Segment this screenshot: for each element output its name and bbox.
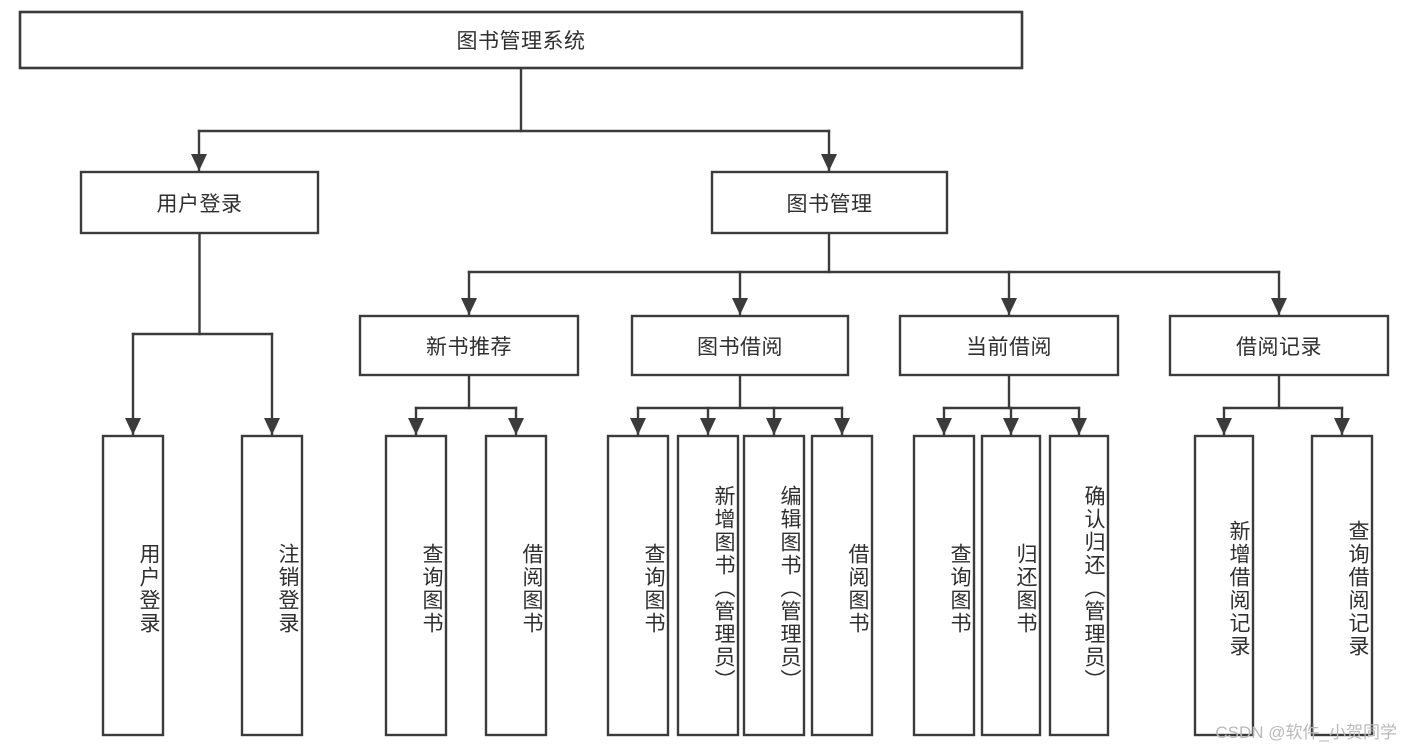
arrow-head-icon (700, 418, 716, 435)
level3-node-2-当前借阅[interactable] (900, 316, 1118, 375)
leaf-node-5-新增图书管理员-rect (676, 434, 740, 737)
arrow-head-icon (1003, 418, 1019, 435)
leaf-node-7-借阅图书-rect (810, 434, 874, 737)
leaf-node-12-查询借阅记录[interactable] (1312, 436, 1372, 735)
leaf-node-1-注销登录[interactable] (242, 436, 302, 735)
arrow-head-icon (821, 154, 837, 171)
leaf-node-12-查询借阅记录-rect (1310, 434, 1374, 737)
leaf-node-10-确认归还管理员-rect (1048, 434, 1110, 737)
leaf-node-8-查询图书[interactable] (914, 436, 974, 735)
leaf-node-4-查询图书-rect (606, 434, 670, 737)
leaf-node-5-新增图书管理员[interactable] (678, 436, 738, 735)
leaf-node-2-查询图书-rect (384, 434, 448, 737)
arrow-head-icon (630, 418, 646, 435)
leaf-node-7-借阅图书[interactable] (812, 436, 872, 735)
leaf-node-4-查询图书[interactable] (608, 436, 668, 735)
level3-node-3-借阅记录[interactable] (1170, 316, 1388, 375)
arrow-head-icon (834, 418, 850, 435)
arrow-head-icon (732, 298, 748, 315)
arrow-head-icon (1334, 418, 1350, 435)
leaf-node-9-归还图书[interactable] (982, 436, 1040, 735)
arrow-head-icon (1001, 298, 1017, 315)
leaf-node-3-借阅图书-rect (484, 434, 548, 737)
level3-node-3-借阅记录-rect (1168, 314, 1390, 377)
arrow-head-icon (408, 418, 424, 435)
level3-node-1-图书借阅[interactable] (632, 316, 848, 375)
level2-node-0-用户登录-rect (79, 170, 320, 235)
level3-node-1-图书借阅-rect (630, 314, 850, 377)
leaf-node-11-新增借阅记录-rect (1193, 434, 1255, 737)
leaf-node-9-归还图书-rect (980, 434, 1042, 737)
arrow-head-icon (1271, 298, 1287, 315)
arrow-head-icon (936, 418, 952, 435)
leaf-node-3-借阅图书[interactable] (486, 436, 546, 735)
leaf-node-6-编辑图书管理员-rect (742, 434, 806, 737)
level3-node-2-当前借阅-rect (898, 314, 1120, 377)
leaf-node-6-编辑图书管理员[interactable] (744, 436, 804, 735)
level2-node-1-图书管理-rect (710, 170, 949, 235)
arrow-head-icon (264, 418, 280, 435)
level2-node-1-图书管理[interactable] (712, 172, 947, 233)
leaf-node-0-用户登录[interactable] (103, 436, 163, 735)
root-node-system[interactable] (20, 12, 1022, 68)
arrow-head-icon (461, 298, 477, 315)
arrow-head-icon (1216, 418, 1232, 435)
level2-node-0-用户登录[interactable] (81, 172, 318, 233)
leaf-node-10-确认归还管理员[interactable] (1050, 436, 1108, 735)
leaf-node-0-用户登录-rect (101, 434, 165, 737)
arrow-head-icon (1071, 418, 1087, 435)
node-rect-layer (18, 10, 1390, 737)
arrow-head-icon (766, 418, 782, 435)
leaf-node-8-查询图书-rect (912, 434, 976, 737)
leaf-node-2-查询图书[interactable] (386, 436, 446, 735)
root-node-system-rect (18, 10, 1024, 70)
connector-layer (125, 66, 1350, 436)
arrow-head-icon (125, 418, 141, 435)
arrow-head-icon (191, 154, 207, 171)
arrow-head-icon (508, 418, 524, 435)
leaf-node-1-注销登录-rect (240, 434, 304, 737)
level3-node-0-新书推荐[interactable] (360, 316, 578, 375)
level3-node-0-新书推荐-rect (358, 314, 580, 377)
leaf-node-11-新增借阅记录[interactable] (1195, 436, 1253, 735)
